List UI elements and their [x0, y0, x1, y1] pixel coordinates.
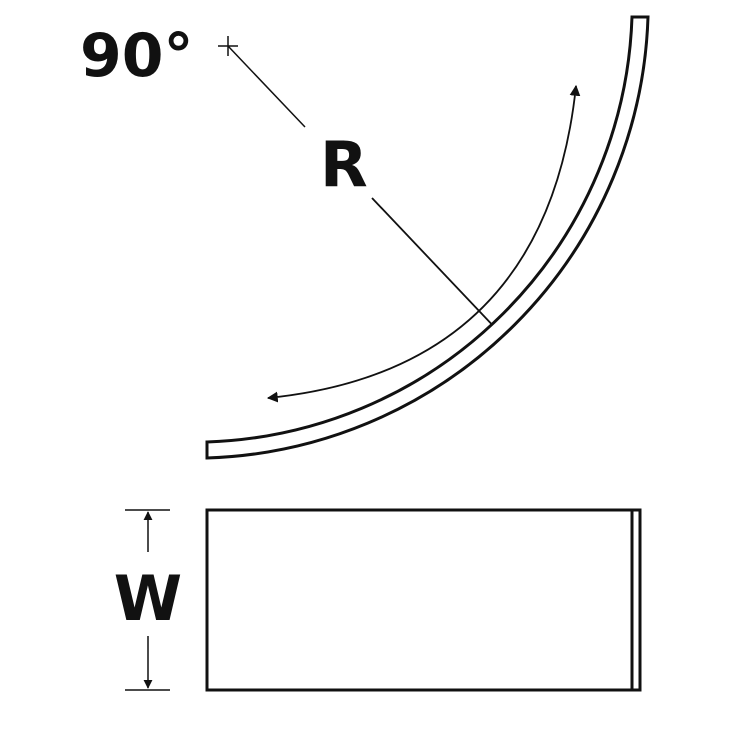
- angle-label: 90°: [80, 21, 194, 91]
- sweep-arrow: [266, 84, 581, 403]
- radius-arrow: [371, 197, 501, 334]
- edge-bracket: [632, 508, 642, 692]
- curved-track: [205, 15, 650, 460]
- side-view-panel: [205, 508, 634, 692]
- radius-line-upper: [227, 45, 306, 128]
- width-label: W: [114, 562, 182, 635]
- radius-label: R: [320, 128, 368, 201]
- width-dimension: [125, 509, 170, 691]
